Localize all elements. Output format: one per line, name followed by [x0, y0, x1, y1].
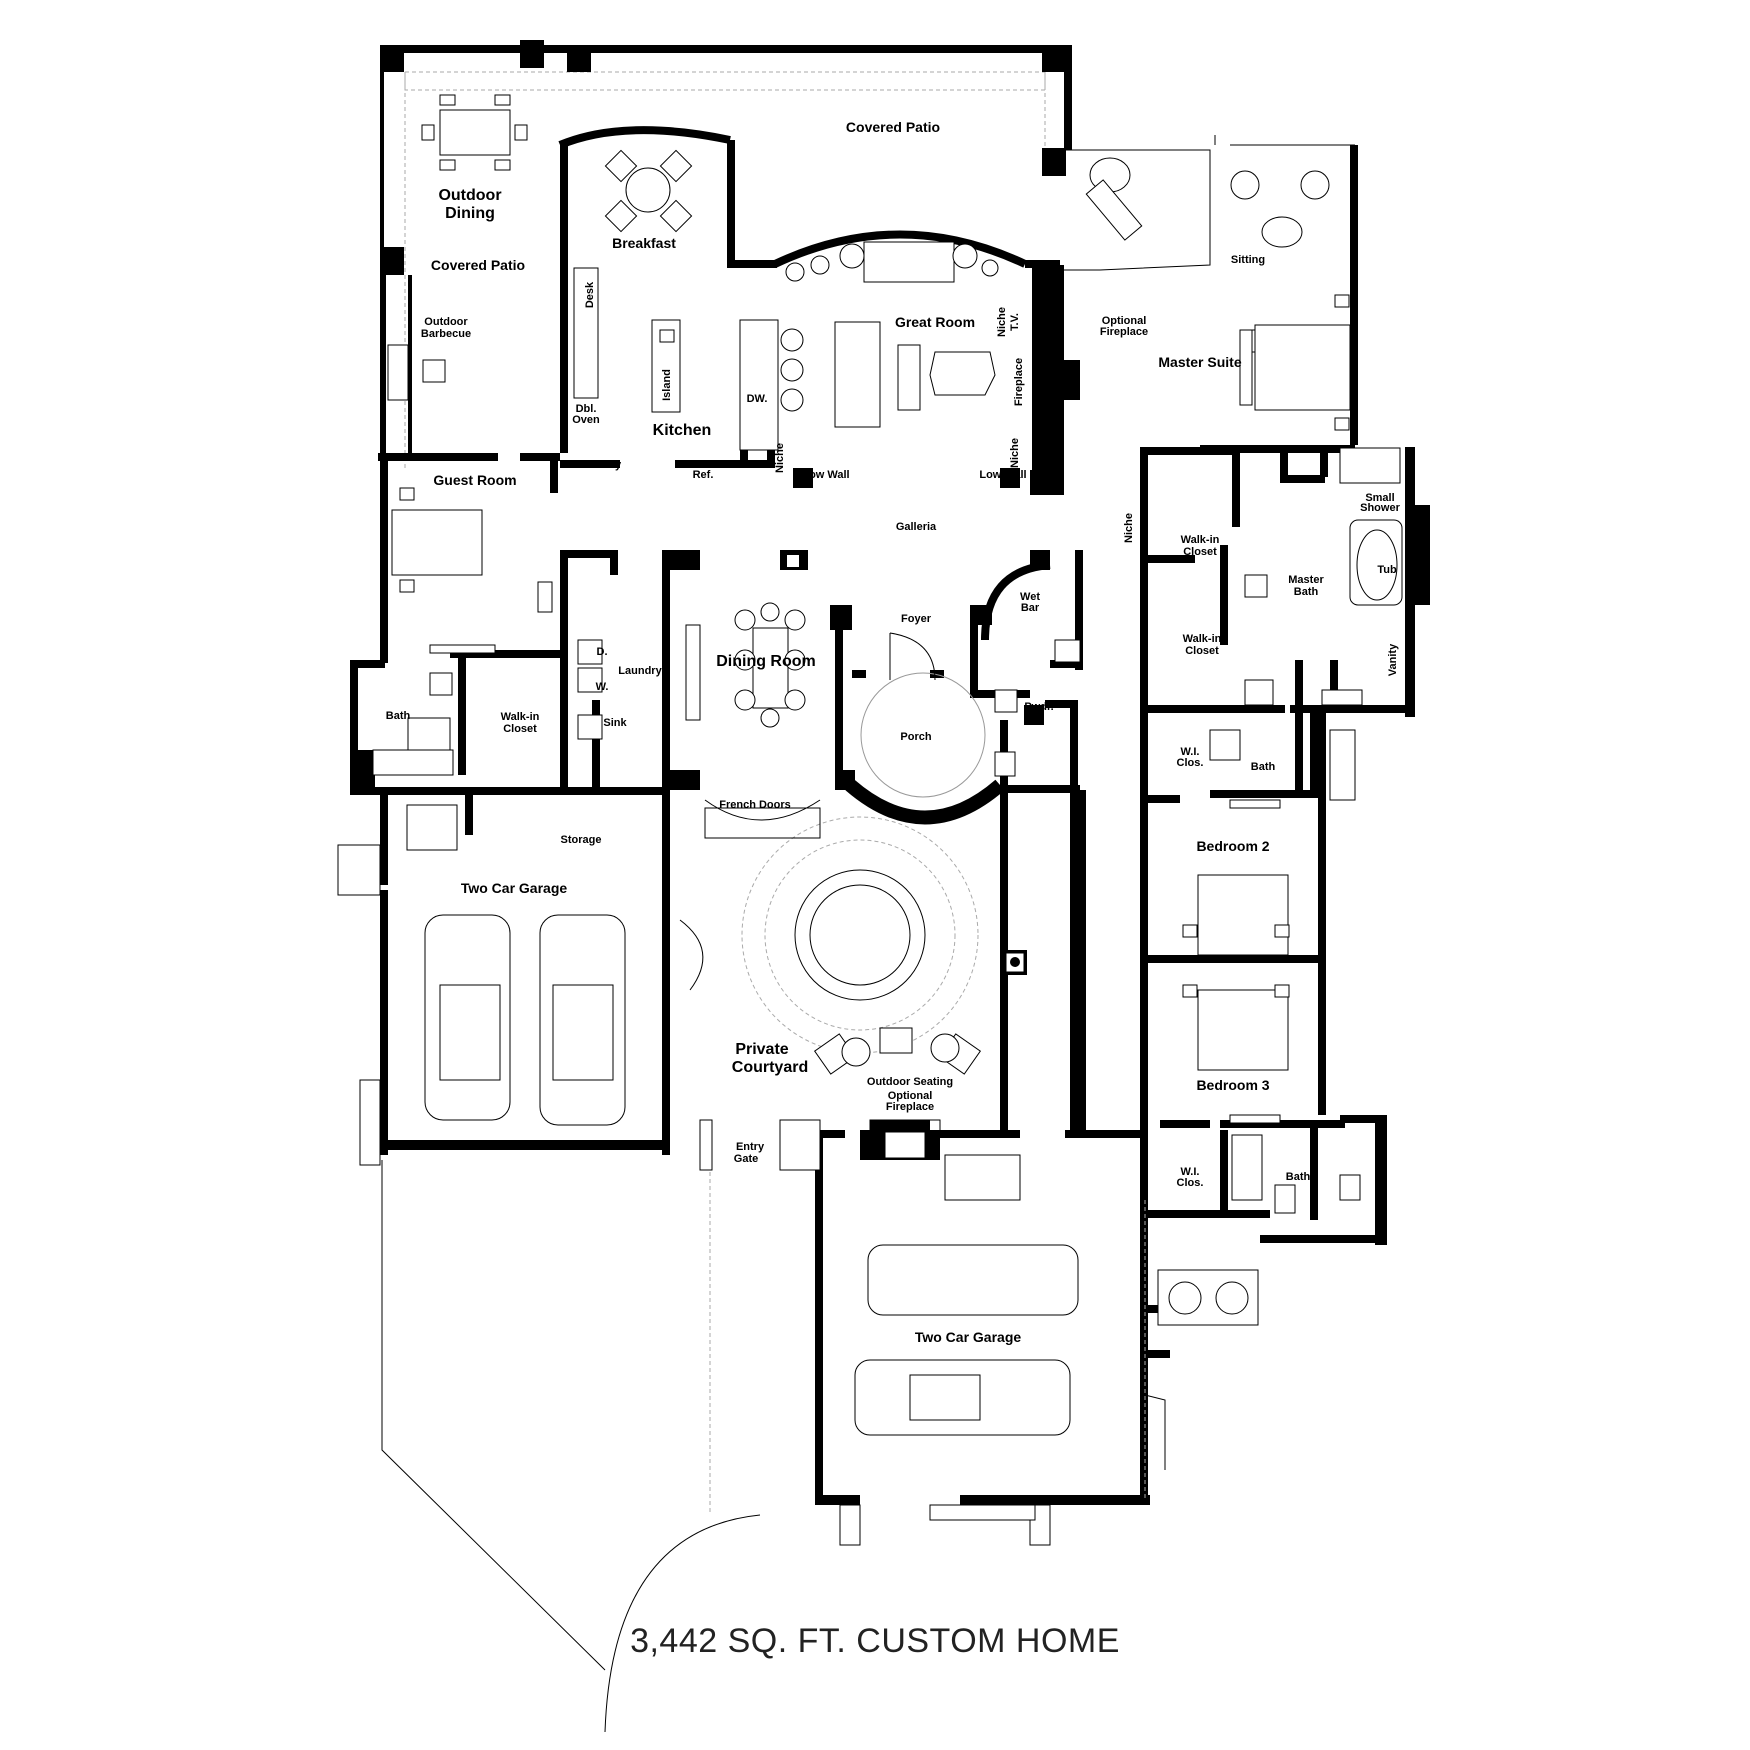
furniture	[337, 94, 1403, 1546]
label-porch: Porch	[900, 731, 931, 743]
label-tub: Tub	[1377, 564, 1397, 576]
label-niche-great: Niche	[1009, 438, 1021, 468]
label-private-courtyard-2: Courtyard	[732, 1059, 808, 1076]
label-master-suite: Master Suite	[1158, 354, 1241, 370]
label-bath-3: Bath	[1286, 1171, 1311, 1183]
label-optional-fireplace-1a: Optional	[1102, 315, 1147, 327]
label-laundry: Laundry	[618, 665, 662, 677]
label-dryer: D.	[597, 646, 608, 658]
label-wet-bar-1: Wet	[1020, 591, 1040, 603]
label-vanity: Vanity	[1387, 643, 1399, 676]
label-low-wall-2: Low Wall	[979, 469, 1026, 481]
label-sitting: Sitting	[1231, 254, 1265, 266]
label-fireplace: Fireplace	[1013, 358, 1025, 406]
label-dbl-oven-1: Dbl.	[576, 403, 597, 415]
label-niche-kitchen: Niche	[774, 443, 786, 473]
label-desk: Desk	[584, 281, 596, 308]
label-walkin-closet-3b: Closet	[503, 723, 537, 735]
label-walkin-closet-1a: Walk-in	[1181, 534, 1220, 546]
label-outdoor-seating: Outdoor Seating	[867, 1076, 953, 1088]
label-wet-bar-2: Bar	[1021, 602, 1040, 614]
label-wi-clos-2b: Clos.	[1177, 1177, 1204, 1189]
room-labels: Covered Patio Outdoor Dining Covered Pat…	[386, 119, 1401, 1345]
label-guest-room: Guest Room	[433, 472, 516, 488]
label-wi-clos-1a: W.I.	[1181, 746, 1200, 758]
label-walkin-closet-2b: Closet	[1185, 645, 1219, 657]
label-dw: DW.	[747, 393, 768, 405]
label-niche-tv-1: Niche	[996, 307, 1008, 337]
label-optional-fireplace-2b: Fireplace	[886, 1101, 934, 1113]
label-storage: Storage	[561, 834, 602, 846]
label-walkin-closet-1b: Closet	[1183, 546, 1217, 558]
patio-outlines	[404, 71, 1355, 470]
label-walkin-closet-3a: Walk-in	[501, 711, 540, 723]
label-breakfast: Breakfast	[612, 235, 676, 251]
label-wi-clos-1b: Clos.	[1177, 757, 1204, 769]
label-washer: W.	[596, 681, 609, 693]
label-small-shower-2: Shower	[1360, 502, 1400, 514]
label-bath-2: Bath	[1251, 761, 1276, 773]
label-covered-patio-top: Covered Patio	[846, 119, 940, 135]
label-walkin-closet-2a: Walk-in	[1183, 633, 1222, 645]
label-pantry: Pantry	[587, 459, 622, 471]
label-galleria: Galleria	[896, 521, 937, 533]
label-bath-guest: Bath	[386, 710, 411, 722]
label-outdoor-barbecue-1: Outdoor	[424, 316, 468, 328]
label-dining-room: Dining Room	[716, 653, 816, 670]
label-foyer: Foyer	[901, 613, 932, 625]
label-entry-gate-1: Entry	[736, 1141, 765, 1153]
label-ref: Ref.	[693, 469, 714, 481]
label-niche-hall: Niche	[1123, 513, 1135, 543]
label-niche-tv-2: T.V.	[1009, 313, 1021, 331]
label-great-room: Great Room	[895, 314, 975, 330]
label-optional-fireplace-2a: Optional	[888, 1090, 933, 1102]
label-private-courtyard-1: Private	[735, 1041, 788, 1058]
label-small-shower-1: Small	[1365, 492, 1394, 504]
label-outdoor-dining-1: Outdoor	[438, 187, 501, 204]
site-lines	[381, 1160, 1166, 1733]
label-sink: Sink	[603, 717, 627, 729]
label-master-bath-2: Bath	[1294, 586, 1319, 598]
label-master-bath-1: Master	[1288, 574, 1324, 586]
label-outdoor-dining-2: Dining	[445, 205, 495, 222]
label-island: Island	[661, 369, 673, 401]
columns	[520, 40, 1044, 975]
walls	[350, 45, 1430, 1505]
label-bedroom-2: Bedroom 2	[1196, 838, 1269, 854]
label-covered-patio-left: Covered Patio	[431, 257, 525, 273]
label-pwdr: Pwdr.	[1024, 701, 1053, 713]
label-outdoor-barbecue-2: Barbecue	[421, 328, 471, 340]
label-kitchen: Kitchen	[653, 422, 712, 439]
plan-caption: 3,442 SQ. FT. CUSTOM HOME	[630, 1622, 1120, 1660]
label-optional-fireplace-1b: Fireplace	[1100, 326, 1148, 338]
label-low-wall-1: Low Wall	[802, 469, 849, 481]
label-dbl-oven-2: Oven	[572, 414, 600, 426]
label-wi-clos-2a: W.I.	[1181, 1166, 1200, 1178]
label-two-car-garage-left: Two Car Garage	[461, 880, 568, 896]
label-two-car-garage-right: Two Car Garage	[915, 1329, 1022, 1345]
label-bedroom-3: Bedroom 3	[1196, 1077, 1269, 1093]
label-entry-gate-2: Gate	[734, 1153, 758, 1165]
label-french-doors: French Doors	[719, 799, 791, 811]
